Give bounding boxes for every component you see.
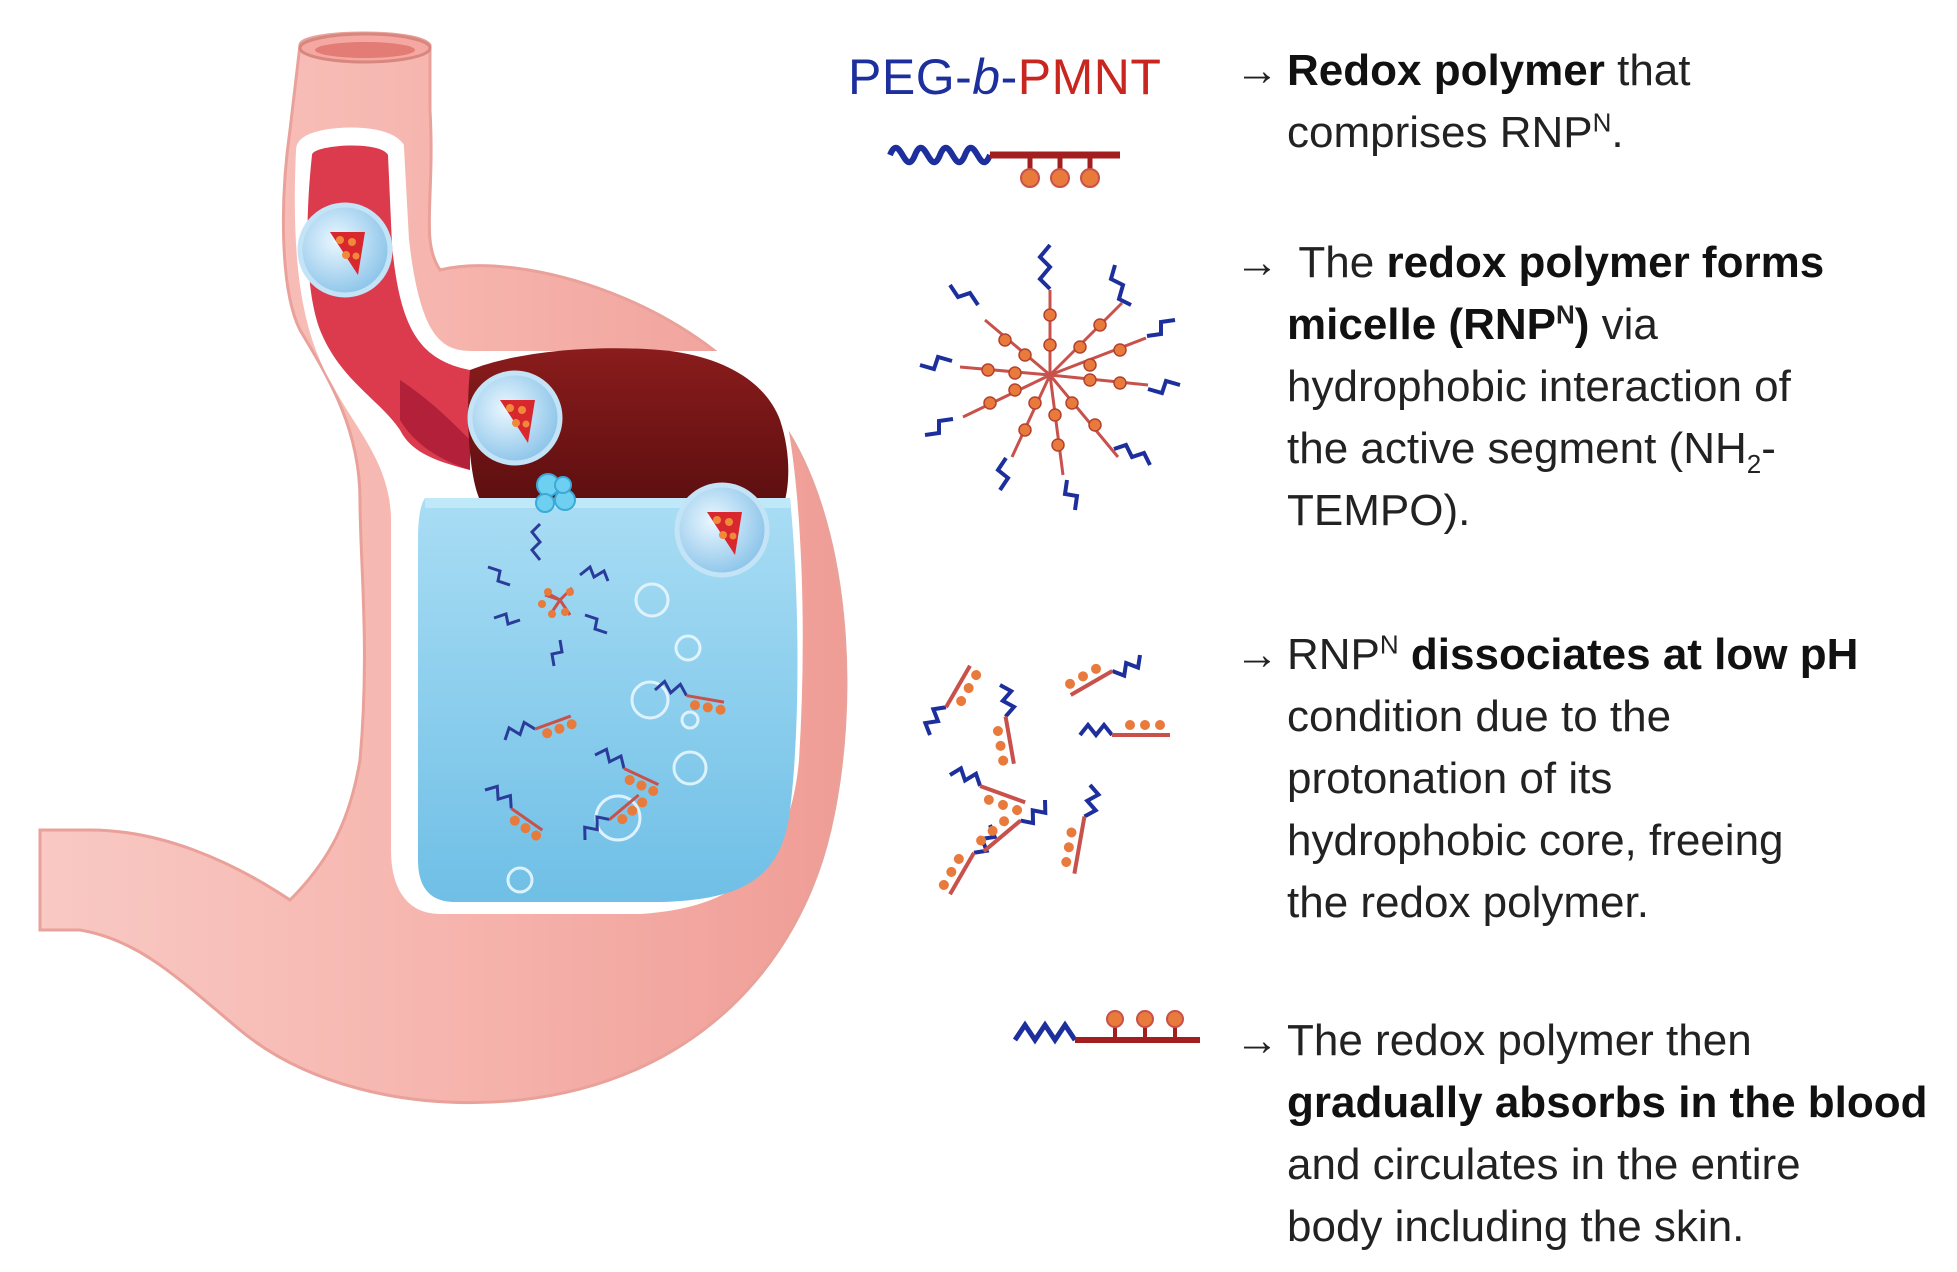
step-3-description: →RNPN dissociates at low pH condition du… [1235, 624, 1858, 934]
step-4-text: The redox polymer then [1287, 1016, 1752, 1065]
micelle-capsule [674, 482, 770, 578]
step-2-description: → The redox polymer forms micelle (RNPN)… [1235, 232, 1824, 542]
step-1-description: →Redox polymer that comprises RNPN. [1235, 40, 1691, 164]
superscript: N [1379, 629, 1399, 660]
stomach-illustration [38, 31, 848, 1104]
superscript: N [1592, 107, 1612, 138]
step-2-text: TEMPO). [1287, 486, 1471, 535]
polymer-title: PEG-b-PMNT [848, 48, 1161, 106]
step-2-text: hydrophobic interaction of [1287, 362, 1791, 411]
step-4-description: →The redox polymer then gradually absorb… [1235, 1010, 1928, 1258]
step-2-bold: micelle (RNP [1287, 300, 1556, 349]
micelle-glyph [919, 243, 1181, 511]
surface-bubbles [535, 473, 576, 513]
step-2-bold: ) [1574, 300, 1590, 349]
title-b: b [972, 49, 1001, 105]
step-3-text: RNP [1287, 630, 1380, 679]
title-peg: PEG- [848, 49, 973, 105]
step-1-text: comprises RNP [1287, 108, 1593, 157]
title-pmnt: PMNT [1017, 49, 1162, 105]
step-2-text: via [1589, 300, 1658, 349]
arrow-icon: → [1235, 46, 1279, 95]
micelle-in-fluid [487, 522, 610, 667]
title-dash: - [1000, 49, 1018, 105]
step-4-text: and circulates in the entire [1287, 1140, 1801, 1189]
step-3-text: hydrophobic core, freeing [1287, 816, 1784, 865]
step-1-bold: Redox polymer [1287, 46, 1605, 95]
micelle-capsule [297, 202, 393, 298]
step-2-text: the active segment (NH [1287, 424, 1747, 473]
single-polymer-glyph [1012, 1010, 1200, 1045]
step-2-bold: redox polymer forms [1386, 238, 1825, 287]
step-1-text: that [1604, 46, 1691, 95]
polymer-chain-glyph [887, 144, 1120, 188]
step-2-text: The [1287, 238, 1387, 287]
step-3-bold: dissociates at low pH [1398, 630, 1859, 679]
step-4-bold: gradually absorbs in the blood [1287, 1078, 1928, 1127]
step-3-text: the redox polymer. [1287, 878, 1649, 927]
step-3-text: protonation of its [1287, 754, 1613, 803]
micelle-capsule [467, 370, 563, 466]
dissociated-polymers-glyph [922, 654, 1170, 896]
step-2-text: - [1761, 424, 1776, 473]
arrow-icon: → [1235, 630, 1279, 679]
step-1-text: . [1611, 108, 1624, 157]
step-4-text: body including the skin. [1287, 1202, 1745, 1251]
subscript: 2 [1746, 448, 1762, 479]
step-3-text: condition due to the [1287, 692, 1672, 741]
gastric-fluid [418, 498, 798, 902]
arrow-icon: → [1235, 1016, 1279, 1065]
arrow-icon: → [1235, 238, 1279, 287]
free-polymers [484, 679, 726, 841]
superscript: N [1555, 299, 1575, 330]
